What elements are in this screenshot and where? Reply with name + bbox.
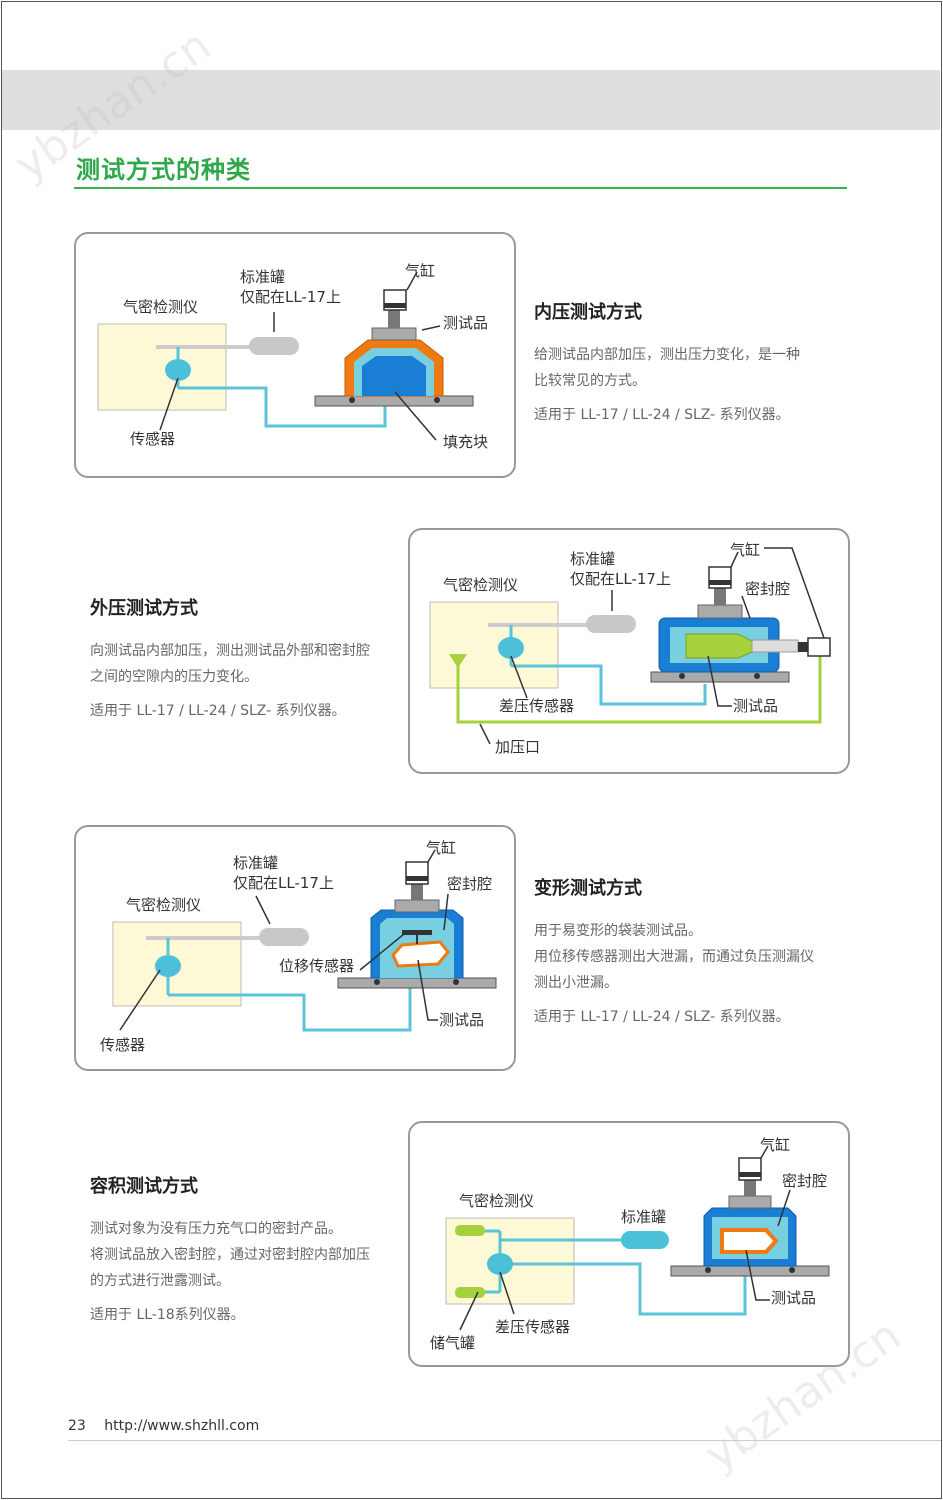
method-desc-line: 测试对象为没有压力充气口的密封产品。: [90, 1221, 342, 1237]
method-applies: 适用于 LL-17 / LL-24 / SLZ- 系列仪器。: [534, 407, 790, 423]
page-number: 23: [68, 1418, 86, 1434]
section-title: 测试方式的种类: [76, 156, 251, 184]
method-volume-desc: 容积测试方式 测试对象为没有压力充气口的密封产品。 将测试品放入密封腔，通过对密…: [90, 1172, 410, 1328]
method-external-desc: 外压测试方式 向测试品内部加压，测出测试品外部和密封腔 之间的空隙内的压力变化。…: [90, 594, 410, 724]
method-desc-line: 之间的空隙内的压力变化。: [90, 669, 258, 685]
method-internal-desc: 内压测试方式 给测试品内部加压，测出压力变化，是一种 比较常见的方式。 适用于 …: [534, 298, 854, 428]
footer: 23 http://www.shzhll.com: [68, 1418, 273, 1434]
method-applies: 适用于 LL-18系列仪器。: [90, 1307, 245, 1323]
method-applies: 适用于 LL-17 / LL-24 / SLZ- 系列仪器。: [534, 1009, 790, 1025]
footer-url[interactable]: http://www.shzhll.com: [104, 1418, 260, 1434]
diagram-box-external: [408, 528, 850, 774]
method-desc-line: 用于易变形的袋装测试品。: [534, 923, 702, 939]
method-desc-line: 的方式进行泄露测试。: [90, 1273, 230, 1289]
method-title: 容积测试方式: [90, 1176, 198, 1197]
method-desc-line: 向测试品内部加压，测出测试品外部和密封腔: [90, 643, 370, 659]
method-desc-line: 用位移传感器测出大泄漏，而通过负压测漏仪: [534, 949, 814, 965]
diagram-box-deformation: [74, 825, 516, 1071]
method-title: 内压测试方式: [534, 302, 642, 323]
method-applies: 适用于 LL-17 / LL-24 / SLZ- 系列仪器。: [90, 703, 346, 719]
method-title: 外压测试方式: [90, 598, 198, 619]
header-band: [2, 70, 940, 130]
diagram-box-internal: [74, 232, 516, 478]
diagram-box-volume: [408, 1121, 850, 1367]
method-desc-line: 给测试品内部加压，测出压力变化，是一种: [534, 347, 800, 363]
method-desc-line: 比较常见的方式。: [534, 373, 646, 389]
footer-rule: [68, 1440, 941, 1441]
method-title: 变形测试方式: [534, 878, 642, 899]
method-desc-line: 测出小泄漏。: [534, 975, 618, 991]
title-rule: [74, 187, 847, 189]
method-deformation-desc: 变形测试方式 用于易变形的袋装测试品。 用位移传感器测出大泄漏，而通过负压测漏仪…: [534, 874, 854, 1030]
method-desc-line: 将测试品放入密封腔，通过对密封腔内部加压: [90, 1247, 370, 1263]
